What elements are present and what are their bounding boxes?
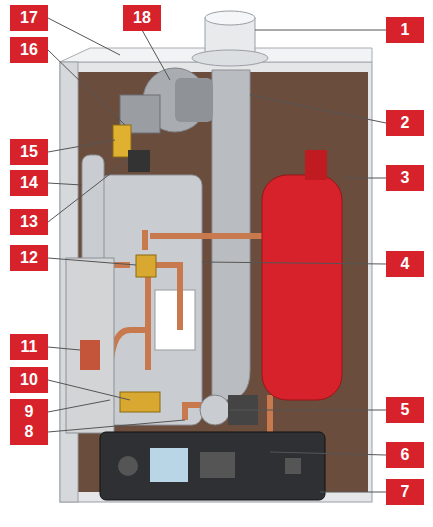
leader-line [48, 420, 185, 432]
leader-line [142, 30, 170, 80]
callout-number: 18 [123, 5, 161, 31]
pcb-component [80, 340, 100, 370]
pump [200, 395, 230, 425]
callout-number: 17 [10, 5, 48, 31]
flue-top [205, 11, 255, 25]
leader-line [255, 30, 386, 31]
valve [136, 255, 156, 277]
leader-line [48, 50, 125, 125]
screen [150, 448, 188, 482]
leader-line [230, 410, 386, 411]
control-panel [100, 432, 325, 500]
expansion-vessel [262, 175, 342, 400]
callout-number: 16 [10, 37, 48, 63]
copper-pipes [110, 230, 270, 450]
knob [118, 456, 138, 476]
callout-number: 2 [386, 110, 424, 136]
callout-number: 1 [386, 17, 424, 43]
leader-line [202, 262, 386, 264]
leader-line [320, 492, 386, 493]
callout-number: 6 [386, 442, 424, 468]
callout-number: 15 [10, 139, 48, 165]
callout-number: 10 [10, 367, 48, 393]
leader-line [48, 160, 128, 222]
cylinder [82, 155, 104, 275]
diverter-valve [120, 392, 160, 412]
keypad [200, 452, 235, 478]
fan-housing [175, 78, 213, 122]
sticker [155, 290, 195, 350]
callout-number: 14 [10, 170, 48, 196]
leader-line [48, 18, 120, 55]
leader-line [48, 347, 80, 350]
pipe [110, 270, 148, 400]
leader-lines [48, 18, 386, 492]
callout-number: 7 [386, 479, 424, 505]
cabinet [60, 62, 372, 502]
heat-exchanger [100, 175, 202, 425]
leader-line [48, 380, 130, 400]
callout-number: 4 [386, 251, 424, 277]
leader-line [270, 452, 386, 455]
leader-line [48, 140, 115, 152]
leader-line [48, 183, 82, 185]
callout-number: 5 [386, 397, 424, 423]
leader-line [342, 178, 386, 179]
leader-line [250, 95, 386, 123]
callout-number: 11 [10, 334, 48, 360]
callout-number: 3 [386, 165, 424, 191]
leader-line [48, 400, 110, 412]
switch [285, 458, 301, 474]
callout-number: 12 [10, 245, 48, 271]
vessel-bracket [305, 150, 327, 180]
leader-line [48, 258, 136, 265]
callout-number: 13 [10, 209, 48, 235]
flue-collar [192, 50, 268, 66]
pipe [145, 230, 265, 250]
sensor [128, 150, 150, 172]
callout-number: 9 [10, 399, 48, 425]
